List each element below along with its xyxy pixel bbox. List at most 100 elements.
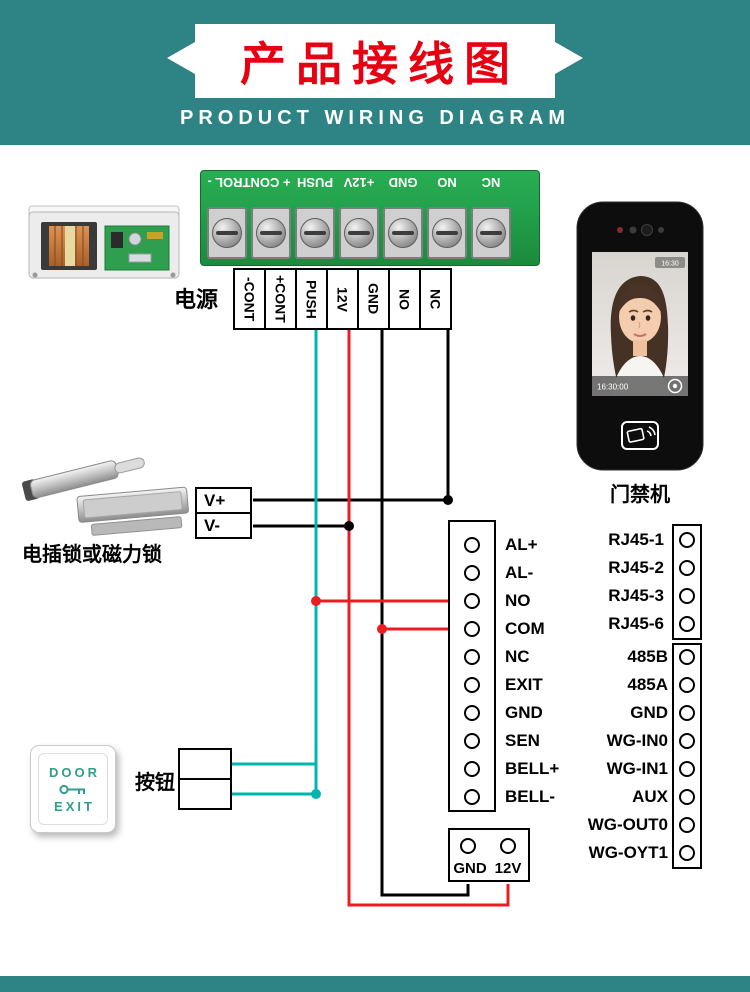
wire-gnd [380, 330, 470, 897]
terminal-label-nc: NC [419, 268, 452, 330]
button-label: 按钮 [135, 772, 175, 794]
pin-wg-out0 [679, 817, 695, 833]
header-banner: 产品接线图 PRODUCT WIRING DIAGRAM [0, 0, 750, 145]
main-connector [448, 520, 496, 812]
pin-gnd2 [679, 705, 695, 721]
main-pin-label: AL- [505, 563, 534, 582]
main-pin-label: AL+ [505, 535, 538, 554]
pin-rj45-1 [679, 532, 695, 548]
pin-aux [679, 789, 695, 805]
wire-12v [347, 330, 510, 907]
device-screen: 16:30 16:30:00 [592, 252, 688, 396]
screw-terminal [295, 207, 335, 259]
title-box: 产品接线图 [195, 24, 555, 98]
terminal-label-gnd: GND [357, 268, 390, 330]
pin-no [464, 593, 480, 609]
pin-bell-plus [464, 761, 480, 777]
page-subtitle: PRODUCT WIRING DIAGRAM [180, 107, 570, 129]
screw-terminal [207, 207, 247, 259]
pin-rj45-2 [679, 560, 695, 576]
pin-power-gnd [460, 838, 476, 854]
ribbon-right-triangle [555, 42, 583, 74]
exit-button-image: DOOR EXIT [30, 745, 116, 833]
rj45-pin-label: RJ45-2 [608, 558, 664, 577]
terminal-label-no: NO [388, 268, 421, 330]
pin-485a [679, 677, 695, 693]
pin-bell-minus [464, 789, 480, 805]
button-terminal-bottom [178, 778, 232, 810]
pin-power-12v [500, 838, 516, 854]
ir-led-icon [617, 227, 623, 233]
pin-wg-in1 [679, 761, 695, 777]
exit-button-exit-text: EXIT [54, 798, 95, 814]
pin-exit [464, 677, 480, 693]
pin-485b [679, 649, 695, 665]
junction-dot [443, 495, 453, 505]
rj45-pin-label: RJ45-3 [608, 586, 664, 605]
pin-wg-in0 [679, 733, 695, 749]
silk-label: +12V [343, 175, 375, 190]
magnetic-lock [76, 486, 189, 536]
exit-button-door-text: DOOR [49, 764, 100, 780]
camera-icon [629, 226, 637, 234]
main-pin-label: NO [505, 591, 531, 610]
pin-rj45-6 [679, 616, 695, 632]
camera-lens-icon [641, 224, 653, 236]
button-terminal-top [178, 748, 232, 780]
junction-dot [311, 789, 321, 799]
screen-time: 16:30:00 [597, 383, 629, 392]
rj45-pin-label: RJ45-1 [608, 530, 664, 549]
main-pin-label: GND [505, 703, 543, 722]
vminus-cell: V- [195, 512, 252, 539]
vplus-cell: V+ [195, 487, 252, 514]
silk-label: NO [437, 175, 457, 190]
main-pin-label: BELL- [505, 787, 556, 806]
pin-rj45-3 [679, 588, 695, 604]
silk-label: + CONTROL - [207, 175, 291, 190]
footer-band [0, 976, 750, 992]
bottom-gnd-label: GND [453, 860, 487, 877]
pin-nc [464, 649, 480, 665]
junction-dot [344, 521, 354, 531]
pin-al-minus [464, 565, 480, 581]
main-pin-label: EXIT [505, 675, 543, 694]
terminal-label-cont-plus: +CONT [264, 268, 297, 330]
power-terminal-labels: -CONT +CONT PUSH 12V GND NO NC [233, 268, 452, 330]
bottom-12v-label: 12V [494, 860, 522, 877]
key-icon [59, 784, 85, 794]
terminal-label-12v: 12V [326, 268, 359, 330]
main-pin-label: SEN [505, 731, 540, 750]
doorbell-icon [667, 378, 683, 394]
terminal-label-cont-minus: -CONT [233, 268, 266, 330]
screw-terminal [383, 207, 423, 259]
lock-image [22, 457, 189, 536]
pin-gnd [464, 705, 480, 721]
screw-terminal [471, 207, 511, 259]
terminal-block-image: + CONTROL - PUSH +12V GND NO NC [200, 170, 540, 266]
terminal-label-push: PUSH [295, 268, 328, 330]
power-supply-image [28, 205, 180, 279]
junction-dot [377, 624, 387, 634]
screw-terminal [251, 207, 291, 259]
pin-al-plus [464, 537, 480, 553]
rj45-pin-label: RJ45-6 [608, 614, 664, 633]
main-pin-label: BELL+ [505, 759, 560, 778]
face [619, 291, 661, 343]
rj45-connector [672, 524, 702, 640]
comm-pin-label: WG-OUT0 [587, 815, 668, 834]
main-pin-label: NC [505, 647, 530, 666]
card-reader-icon [621, 421, 659, 450]
camera-icon [658, 227, 664, 233]
silk-label: PUSH [296, 175, 334, 190]
screw-terminal [339, 207, 379, 259]
pin-wg-oyt1 [679, 845, 695, 861]
bolt-lock [22, 457, 145, 501]
comm-pin-label: WG-IN0 [606, 731, 668, 750]
screw-terminal [427, 207, 467, 259]
silk-label: NC [481, 175, 501, 190]
pin-sen [464, 733, 480, 749]
page-title: 产品接线图 [240, 38, 520, 90]
screen-time-top: 16:30 [661, 261, 679, 268]
